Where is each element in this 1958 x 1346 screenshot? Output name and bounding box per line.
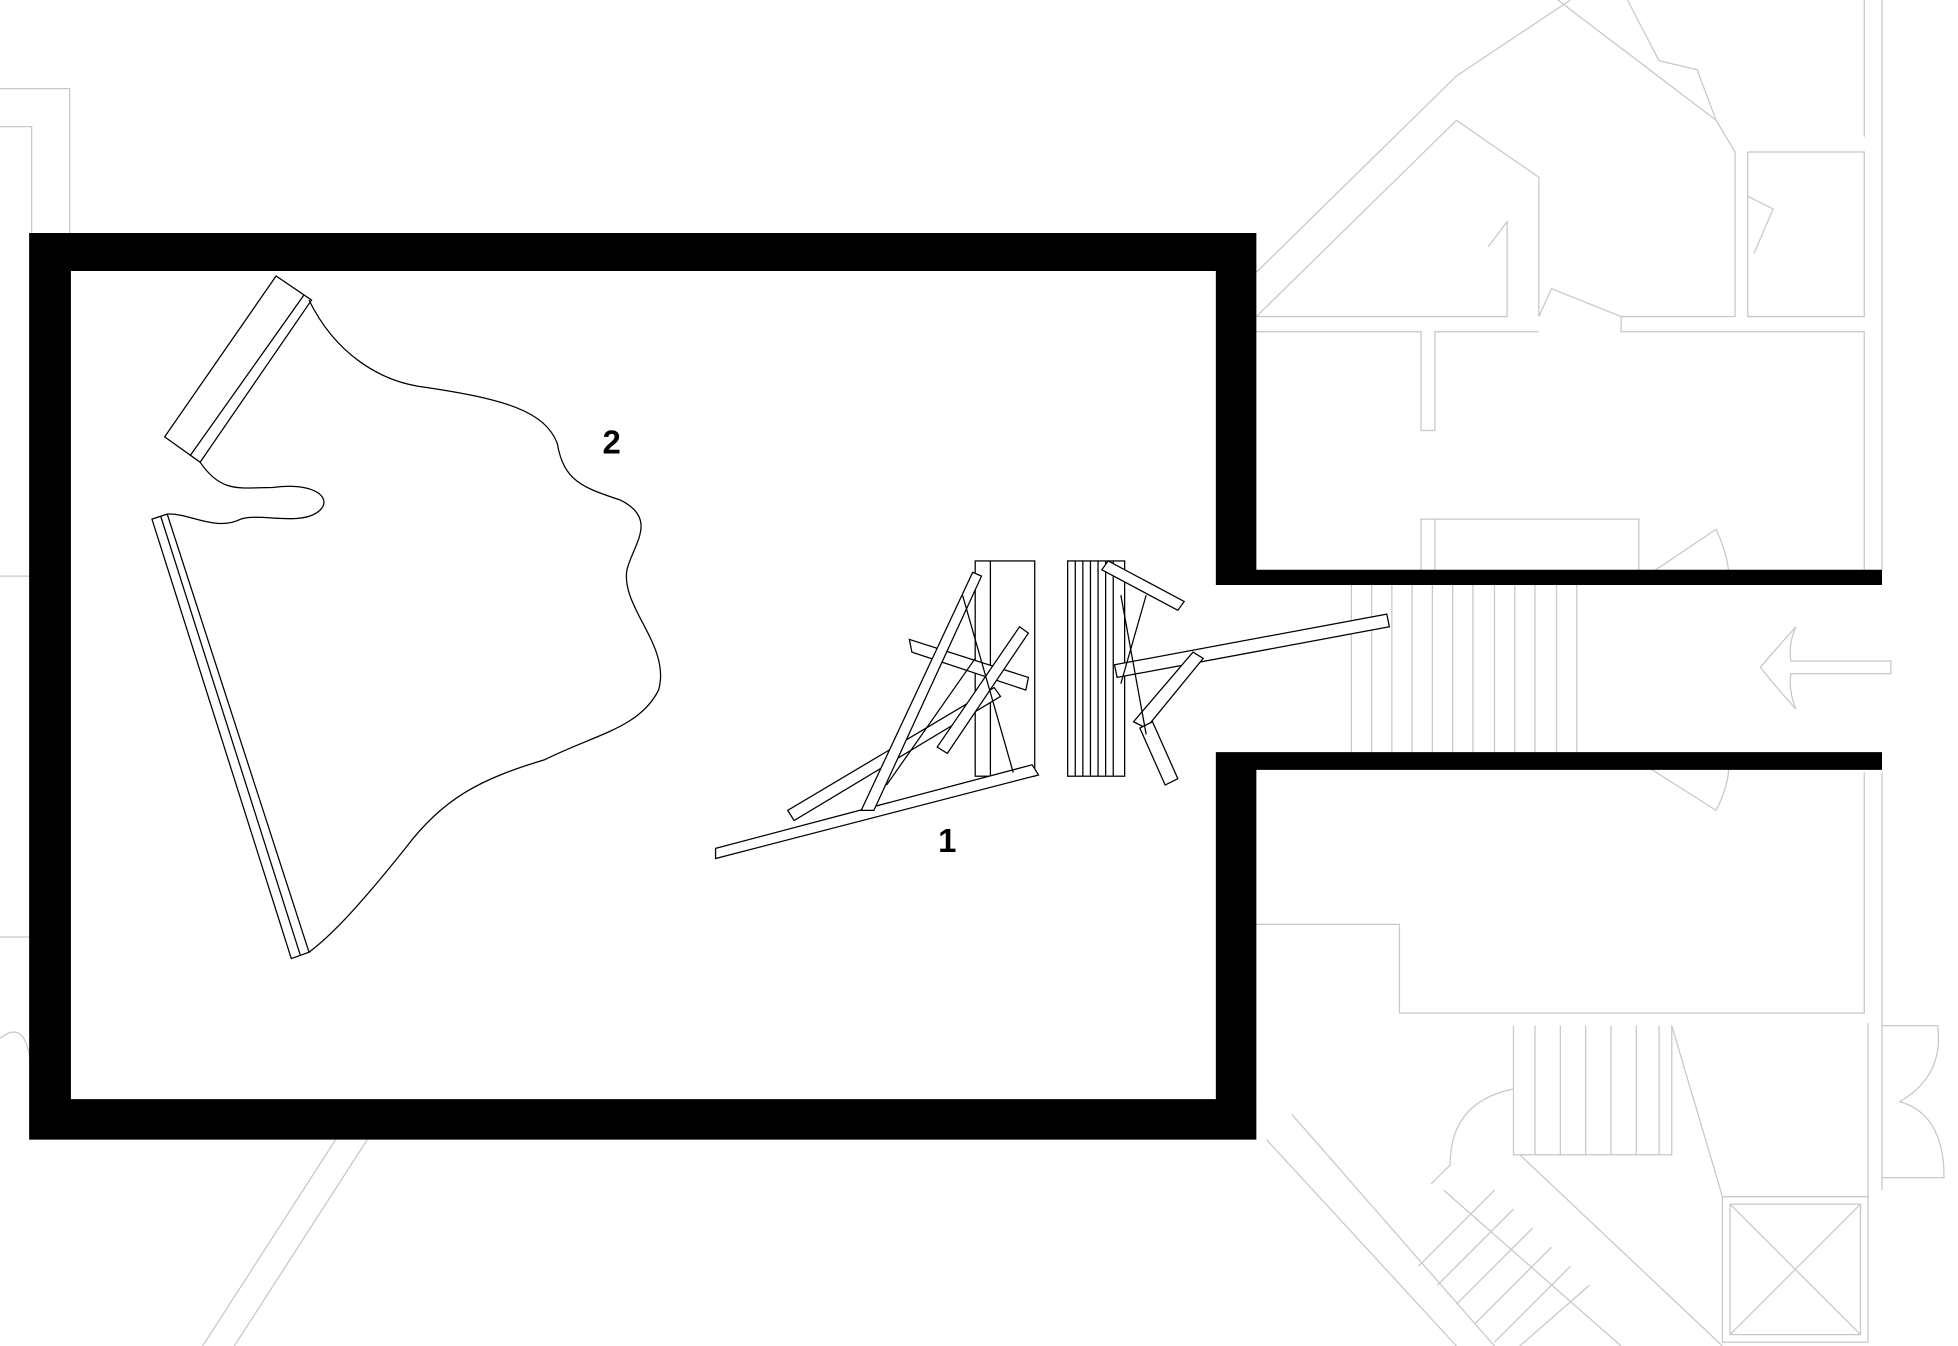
entrance-arrow-icon [1759,626,1892,710]
artwork-2-label: 2 [603,423,621,460]
artwork-2 [151,275,662,960]
corridor-stairs [1350,584,1578,754]
artwork-1-label: 1 [938,822,956,859]
artwork-1 [714,560,1391,860]
